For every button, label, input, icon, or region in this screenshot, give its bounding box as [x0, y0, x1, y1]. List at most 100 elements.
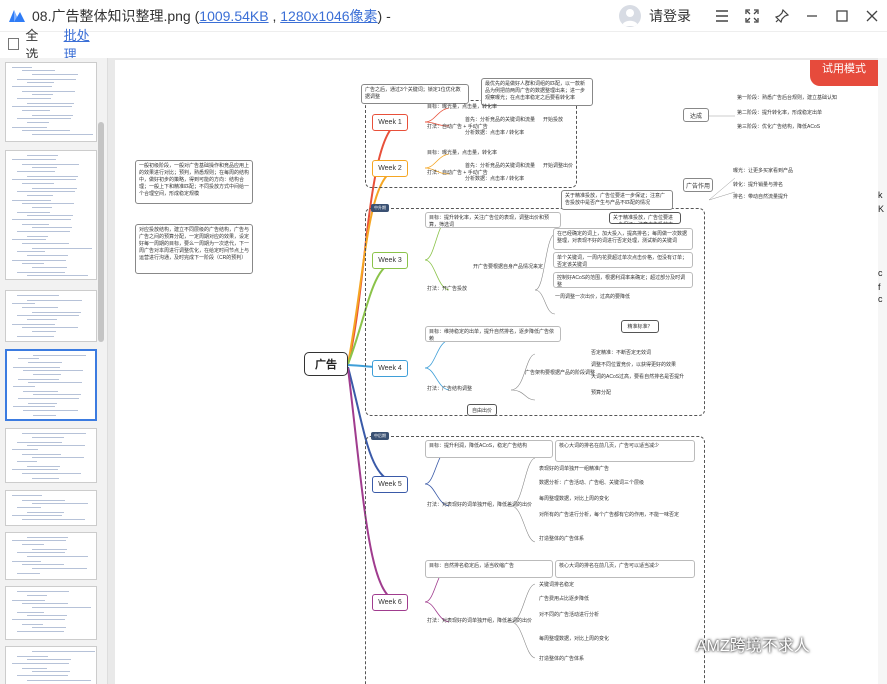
w3-detail-3: 控制好ACoS的范围，根据利润率来确定；超过部分及时调整	[553, 272, 693, 288]
file-size[interactable]: 1009.54KB	[199, 7, 269, 24]
thumbnail-text-line	[12, 86, 52, 87]
thumbnail-4-selected[interactable]	[5, 349, 97, 421]
w2-step-3: 分析数据：点击率 / 转化率	[465, 176, 525, 182]
thumbnail-text-line	[17, 573, 40, 574]
week-6-node[interactable]: Week 6	[372, 594, 408, 611]
thumbnail-5[interactable]	[5, 428, 97, 483]
thumbnail-text-line	[22, 603, 68, 604]
left-note-2: 对应投放结构，建立不同层级的广告结构，广告与广告之间的预算分配，一定周期对应的效…	[135, 224, 253, 274]
fullscreen-icon[interactable]	[737, 0, 767, 32]
w3-detail-2: 单个关键词，一周内花费超过单次点击价格，但没有订单；否定该关键词	[553, 252, 693, 268]
week-2-node[interactable]: Week 2	[372, 160, 408, 177]
label-precise-standard[interactable]: 精准标准？	[621, 320, 659, 333]
thumbnail-text-line	[18, 358, 39, 359]
w4-detail-1: 否定精准：不断否定无效词	[591, 350, 652, 356]
w4-detail-4: 预算分配	[591, 390, 612, 396]
thumbnail-text-line	[17, 507, 41, 508]
label-achieve[interactable]: 达成	[683, 108, 709, 122]
thumbnail-text-line	[22, 203, 74, 204]
login-link[interactable]: 请登录	[649, 8, 691, 24]
thumbnail-text-line	[12, 469, 58, 470]
w4-sub: 广告架构要根据产品的阶段调整	[525, 370, 596, 376]
pin-icon[interactable]	[767, 0, 797, 32]
week-1-node[interactable]: Week 1	[372, 114, 408, 131]
image-dimensions[interactable]: 1280x1046像素	[280, 7, 378, 24]
thumbnail-text-line	[22, 454, 61, 455]
thumbnail-8[interactable]	[5, 586, 97, 640]
trial-mode-badge[interactable]: 试用模式	[810, 60, 878, 86]
left-note-1: 一般初级阶段，一般对广告基础操作和竞品应用上的效果进行对比；预判，熟悉规则；在每…	[135, 160, 253, 204]
thumbnail-text-line	[32, 503, 88, 504]
week-4-node[interactable]: Week 4	[372, 360, 408, 377]
thumbnail-text-line	[13, 386, 35, 387]
top-note-3: 关于精准投放，广告位要进一步保证；注意广告投放中是否产生与产品不匹配的情况	[561, 190, 673, 210]
edge-glyph-5: c	[878, 294, 883, 304]
w3-question: 关于精准投放，广告位要进一步保证；注意广告投放中是否产生与产品不匹配的情况	[609, 212, 681, 224]
select-all-checkbox[interactable]	[8, 38, 20, 50]
viewer-scrollbar[interactable]	[878, 58, 887, 684]
thumbnail-9[interactable]	[5, 646, 97, 684]
w5-detail-2: 表现好的词单独开一组精准广告	[539, 466, 610, 472]
thumbnail-2[interactable]	[5, 150, 97, 280]
thumbnail-1[interactable]	[5, 62, 97, 142]
thumbnail-text-line	[27, 155, 58, 156]
thumbnail-text-line	[32, 94, 53, 95]
thumbnail-text-line	[22, 91, 75, 92]
file-name: 08.广告整体知识整理.png	[32, 7, 191, 24]
thumbnail-text-line	[23, 391, 58, 392]
thumbnail-text-line	[32, 267, 67, 268]
label-ad-role[interactable]: 广告作用	[683, 178, 713, 192]
thumbnail-text-line	[17, 171, 55, 172]
thumbnail-text-line	[27, 300, 82, 301]
thumbnail-text-line	[27, 82, 54, 83]
group-frame-week1-2	[365, 100, 577, 188]
thumbnail-3[interactable]	[5, 290, 97, 342]
thumbnail-text-line	[27, 122, 49, 123]
thumbnail-toolbar: 全选 批处理	[0, 28, 100, 62]
image-viewer[interactable]: 试用模式 广告 中升期 中后期 Week 1 Week 2 Week 3 Wee…	[108, 58, 878, 684]
thumbnail-7[interactable]	[5, 532, 97, 580]
thumbnail-text-line	[27, 537, 68, 538]
thumbnail-text-line	[28, 403, 57, 404]
w6-detail-3: 广告费用占比逐步降低	[539, 596, 590, 602]
w3-sub: 开广告要根据自身产品情况来定	[473, 264, 544, 270]
thumbnail-sidebar[interactable]	[0, 58, 108, 684]
thumbnail-text-line	[28, 362, 62, 363]
edge-glyph-1: k	[878, 190, 883, 200]
thumbnail-text-line	[12, 179, 76, 180]
window-title: 08.广告整体知识整理.png (1009.54KB , 1280x1046像素…	[32, 7, 391, 24]
minimize-icon[interactable]	[797, 0, 827, 32]
w6-play: 打法：对表现好的词单独开组，降低差词的出价	[427, 618, 533, 624]
thumbnail-text-line	[12, 449, 38, 450]
edge-glyph-3: c	[878, 268, 883, 278]
thumbnail-text-line	[22, 130, 70, 131]
thumbnail-text-line	[18, 379, 59, 380]
central-topic[interactable]: 广告	[304, 352, 348, 376]
thumbnail-text-line	[22, 500, 65, 501]
maximize-icon[interactable]	[827, 0, 857, 32]
app-logo-icon	[6, 5, 28, 27]
thumbnail-text-line	[12, 663, 69, 664]
thumbnail-text-line	[32, 188, 77, 189]
user-avatar[interactable]	[619, 5, 641, 27]
w6-detail-1: 核心大词的排名在前几页，广告可以适当减少	[555, 560, 695, 578]
thumbnail-6[interactable]	[5, 490, 97, 526]
w4-goal: 目标：维持稳定的出单，提升自然排名，逐步降低广告依赖	[425, 326, 561, 342]
account-watermark: AMZ跨境不求人	[672, 632, 810, 656]
close-icon[interactable]	[857, 0, 887, 32]
thumbnail-text-line	[22, 544, 44, 545]
thumbnail-text-line	[12, 303, 35, 304]
w6-goal: 目标：自然排名稳定后，适当收缩广告	[425, 560, 553, 578]
week-3-node[interactable]: Week 3	[372, 252, 408, 269]
menu-icon[interactable]	[707, 0, 737, 32]
label-free-bid[interactable]: 自由出价	[467, 404, 497, 416]
thumbnail-text-line	[12, 260, 66, 261]
w3-detail-1: 在已经确定的词上，加大投入，提高排名；每周做一次数据整理，对表现不好的词进行否定…	[553, 228, 693, 250]
thumbnail-text-line	[22, 70, 55, 71]
week-5-node[interactable]: Week 5	[372, 476, 408, 493]
thumbnail-text-line	[22, 433, 86, 434]
sidebar-scrollbar[interactable]	[98, 122, 104, 342]
mindmap-image: 试用模式 广告 中升期 中后期 Week 1 Week 2 Week 3 Wee…	[115, 60, 878, 684]
thumbnail-text-line	[22, 110, 50, 111]
w6-detail-2: 关键词排名稳定	[539, 582, 575, 588]
